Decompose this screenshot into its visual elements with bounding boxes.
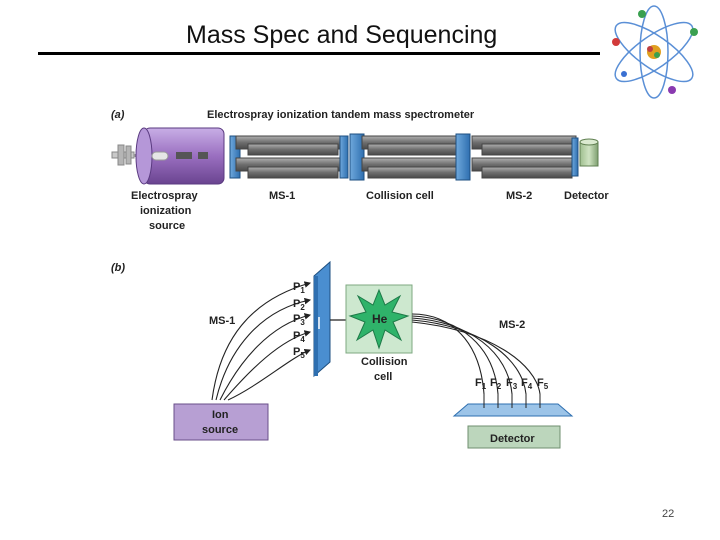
detector-label-b: Detector bbox=[490, 433, 535, 445]
precursor-p1-sub: 1 bbox=[300, 286, 305, 295]
precursor-p3-sub: 3 bbox=[300, 318, 305, 327]
page-number: 22 bbox=[662, 508, 675, 520]
fragment-f4-letter: F bbox=[521, 377, 528, 389]
ms2-ion-paths bbox=[411, 313, 541, 395]
fragment-f4-sub: 4 bbox=[528, 382, 533, 391]
svg-text:F3: F3 bbox=[506, 377, 518, 391]
collision-cell-box: He bbox=[345, 284, 413, 354]
panel-a-tag: (a) bbox=[111, 109, 125, 121]
fragment-labels: F1 F2 F3 F4 F5 bbox=[475, 377, 549, 391]
svg-text:P1: P1 bbox=[293, 281, 305, 295]
precursor-p4-letter: P bbox=[293, 330, 300, 342]
source-label-line2: ionization bbox=[140, 205, 192, 217]
fragment-f2-sub: 2 bbox=[497, 382, 502, 391]
fragment-f1-letter: F bbox=[475, 377, 482, 389]
precursor-p1-letter: P bbox=[293, 281, 300, 293]
electrospray-source bbox=[135, 127, 225, 185]
collision-label-a: Collision cell bbox=[366, 190, 434, 202]
svg-text:P2: P2 bbox=[293, 298, 305, 312]
ms2-label-a: MS-2 bbox=[506, 190, 532, 202]
fragment-f2-letter: F bbox=[490, 377, 497, 389]
precursor-p4-sub: 4 bbox=[300, 335, 305, 344]
ion-source-label-line1: Ion bbox=[212, 409, 229, 421]
collision-label-b-line1: Collision bbox=[361, 356, 408, 368]
ion-source-box: Ion source bbox=[173, 403, 269, 441]
ion-source-label-line2: source bbox=[202, 424, 238, 436]
svg-text:F1: F1 bbox=[475, 377, 487, 391]
detector-plate bbox=[452, 394, 574, 417]
ms1-label-b: MS-1 bbox=[209, 315, 235, 327]
helium-label: He bbox=[372, 312, 388, 326]
svg-text:F5: F5 bbox=[537, 377, 549, 391]
svg-text:F2: F2 bbox=[490, 377, 502, 391]
fragment-f5-letter: F bbox=[537, 377, 544, 389]
atom-icon bbox=[612, 5, 698, 99]
panel-a-heading: Electrospray ionization tandem mass spec… bbox=[207, 109, 475, 121]
panel-b-tag: (b) bbox=[111, 262, 125, 274]
fragment-f3-sub: 3 bbox=[513, 382, 518, 391]
ms1-quadrupole bbox=[229, 135, 349, 179]
precursor-p3-letter: P bbox=[293, 313, 300, 325]
precursor-p2-sub: 2 bbox=[300, 303, 305, 312]
mass-spec-diagram: (a) Electrospray ionization tandem mass … bbox=[111, 109, 609, 449]
ms1-ion-paths bbox=[211, 281, 312, 401]
collision-label-b-line2: cell bbox=[374, 371, 392, 383]
fragment-f1-sub: 1 bbox=[482, 382, 487, 391]
fragment-f3-letter: F bbox=[506, 377, 513, 389]
slide-title: Mass Spec and Sequencing bbox=[186, 21, 498, 49]
source-label-line3: source bbox=[149, 220, 185, 232]
ms1-plate bbox=[313, 260, 331, 378]
ms2-quadrupole bbox=[471, 135, 579, 179]
svg-text:P3: P3 bbox=[293, 313, 305, 327]
source-label-line1: Electrospray bbox=[131, 190, 199, 202]
detector-canister bbox=[579, 138, 599, 167]
precursor-p2-letter: P bbox=[293, 298, 300, 310]
detector-box: Detector bbox=[467, 425, 561, 449]
ms1-label-a: MS-1 bbox=[269, 190, 295, 202]
title-underline bbox=[38, 52, 600, 55]
precursor-p5-letter: P bbox=[293, 346, 300, 358]
fragment-f5-sub: 5 bbox=[544, 382, 549, 391]
svg-text:P4: P4 bbox=[293, 330, 305, 344]
detector-label-a: Detector bbox=[564, 190, 609, 202]
collision-cell-chamber bbox=[349, 133, 471, 181]
precursor-p5-sub: 5 bbox=[300, 351, 305, 360]
precursor-labels: P1 P2 P3 P4 P5 bbox=[293, 281, 305, 360]
svg-text:F4: F4 bbox=[521, 377, 533, 391]
ms2-label-b: MS-2 bbox=[499, 319, 525, 331]
svg-text:P5: P5 bbox=[293, 346, 305, 360]
